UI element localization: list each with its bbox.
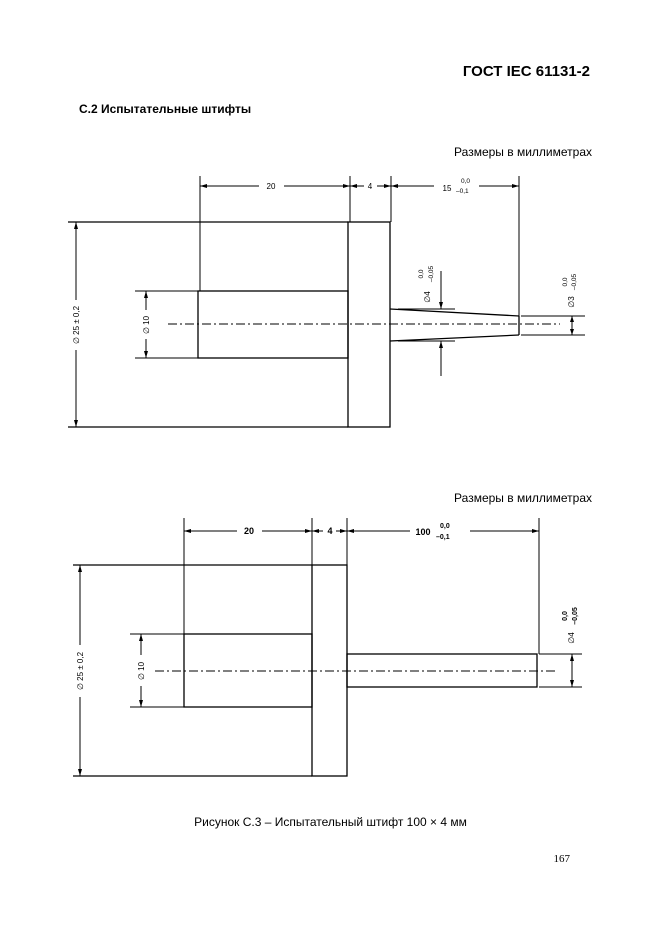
dim-diam-pin-tip-tol-upper: 0,0 <box>562 277 569 286</box>
dim-diam-flange: ∅ 25 ± 0,2 <box>72 305 81 344</box>
dim-length-pin-tol-lower: –0,1 <box>456 188 469 195</box>
drawing2-diameter-dims: ∅ 25 ± 0,2 ∅ 10 ∅4 0,0 –0,05 <box>76 565 582 776</box>
units-note-figure1: Размеры в миллиметрах <box>454 145 592 159</box>
dim-diam-pin-base-tol-upper: 0,0 <box>418 269 425 278</box>
dim-diam-pin-base-tol-lower: –0,05 <box>428 265 435 282</box>
dim-length-pin: 15 <box>443 184 452 193</box>
section-title: С.2 Испытательные штифты <box>79 102 252 116</box>
dim-diam-body: ∅ 10 <box>142 315 151 334</box>
dim-length-pin-tol-lower: –0,1 <box>436 534 450 541</box>
drawing2-length-dims: 20 4 100 0,0 –0,1 <box>183 518 540 654</box>
test-pin-drawing-2: 20 4 100 0,0 –0,1 ∅ 25 ± 0,2 ∅ 10 <box>73 518 582 777</box>
dim-diam-body: ∅ 10 <box>137 661 146 680</box>
drawing1-outline <box>68 221 560 428</box>
drawing1-length-dims: 20 4 15 0,0 –0,1 <box>199 176 520 316</box>
dim-length-pin-tol-upper: 0,0 <box>440 523 450 530</box>
dim-diam-pin-tol-upper: 0,0 <box>562 611 569 621</box>
dim-diam-pin: ∅4 <box>567 632 576 644</box>
dim-diam-pin-tol-lower: –0,05 <box>572 607 579 625</box>
dim-length-pin: 100 <box>415 527 430 537</box>
dim-length-flange: 4 <box>368 182 373 191</box>
standard-header: ГОСТ IEC 61131-2 <box>462 63 590 80</box>
dim-diam-pin-base: ∅4 <box>423 291 432 303</box>
dim-length-flange: 4 <box>327 526 332 536</box>
drawing2-outline <box>73 564 555 777</box>
dim-diam-flange: ∅ 25 ± 0,2 <box>76 651 85 690</box>
drawing1-diameter-dims: ∅ 25 ± 0,2 ∅ 10 ∅4 0,0 –0,05 ∅ <box>72 222 585 427</box>
page-number: 167 <box>553 853 571 865</box>
dim-diam-pin-tip-tol-lower: –0,05 <box>571 273 578 290</box>
dim-length-body: 20 <box>267 182 276 191</box>
dim-diam-pin-tip: ∅3 <box>567 296 576 308</box>
units-note-figure2: Размеры в миллиметрах <box>454 491 592 505</box>
dim-length-body: 20 <box>244 526 254 536</box>
figure-caption: Рисунок С.3 – Испытательный штифт 100 × … <box>194 815 467 829</box>
test-pin-drawing-1: 20 4 15 0,0 –0,1 ∅ 25 ± 0,2 ∅ 10 <box>68 176 585 428</box>
dim-length-pin-tol-upper: 0,0 <box>461 178 470 185</box>
